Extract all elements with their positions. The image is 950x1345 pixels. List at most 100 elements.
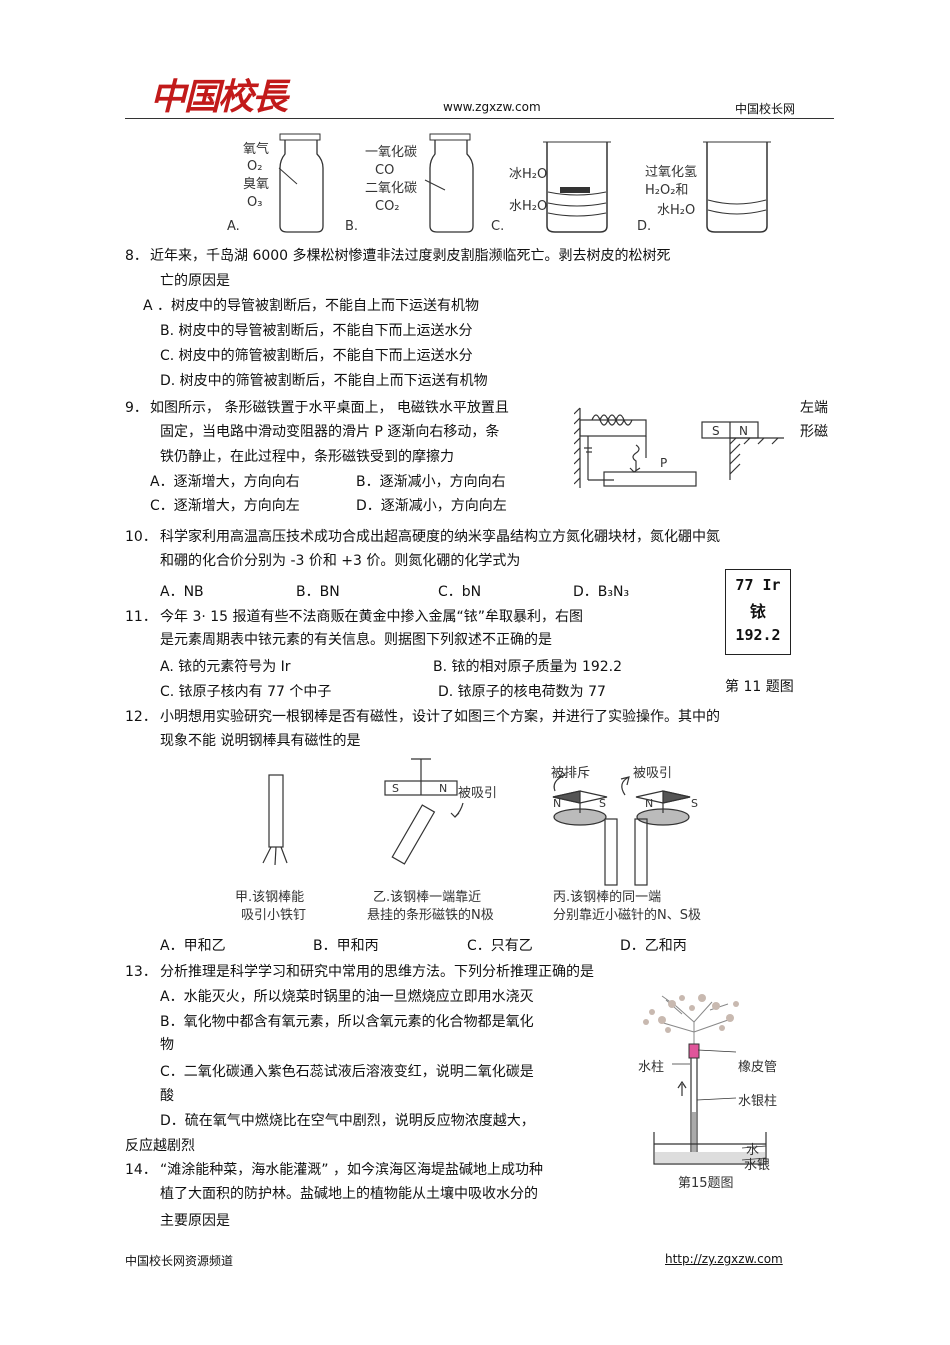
bing-left-n: N — [553, 797, 561, 810]
site-url-link[interactable]: www.zgxzw.com — [443, 100, 541, 114]
fig-a-line2: O₂ — [247, 159, 262, 174]
q14-stem-line3: 主要原因是 — [160, 1213, 230, 1229]
q9-number: 9． — [125, 400, 148, 416]
q10-number: 10． — [125, 529, 157, 545]
q9-option-d: D．逐渐减小，方向向左 — [356, 498, 507, 514]
q10-stem-line1: 科学家利用高温高压技术成功合成出超高硬度的纳米孪晶结构立方氮化硼块材，氮化硼中氮 — [160, 529, 720, 545]
fig-a-line4: O₃ — [247, 195, 262, 210]
q10-option-d: D．B₃N₃ — [573, 584, 630, 600]
fig15-mercury: 水银 — [744, 1158, 770, 1173]
beaker-d — [703, 141, 771, 233]
q7-figure: 氧气 O₂ 臭氧 O₃ A. 一氧化碳 CO 二氧化碳 CO₂ B. 冰H₂O … — [227, 133, 771, 234]
q8-stem-line1: 近年来，千岛湖 6000 多棵松树惨遭非法过度剥皮割脂濒临死亡。剥去树皮的松树死 — [150, 248, 671, 264]
element-card-iridium: 77 Ir 铱 192.2 — [725, 569, 791, 655]
q9-option-a: A．逐渐增大，方向向右 — [150, 474, 300, 490]
element-number-symbol: 77 Ir — [735, 576, 781, 594]
q11-stem-line1: 今年 3· 15 报道有些不法商贩在黄金中掺入金属“铱”牟取暴利，右图 — [160, 609, 584, 625]
bing-right-n: N — [645, 797, 653, 810]
q12-number: 12． — [125, 709, 157, 725]
bing-left-s: S — [599, 797, 606, 810]
q8-option-d: D. 树皮中的筛管被割断后，不能自上而下运送有机物 — [160, 373, 488, 389]
q10-option-c: C．bN — [438, 584, 482, 600]
fig-b-line4: CO₂ — [375, 199, 400, 214]
q10-stem-line2: 和硼的化合价分别为 -3 价和 +3 价。则氮化硼的化学式为 — [160, 553, 521, 569]
fig-b-letter: B. — [345, 219, 358, 234]
fig-b-line3: 二氧化碳 — [365, 181, 417, 196]
q11-option-a: A. 铱的元素符号为 Ir — [160, 659, 291, 675]
q9-stem-line2: 固定，当电路中滑动变阻器的滑片 P 逐渐向右移动，条 — [160, 424, 500, 440]
q12-option-a: A．甲和乙 — [160, 938, 226, 954]
q11-option-d: D. 铱原子的核电荷数为 77 — [438, 684, 606, 700]
q12-option-d: D．乙和丙 — [620, 938, 687, 954]
fig-jia-caption-2: 吸引小铁钉 — [241, 908, 306, 923]
fig15-caption: 第15题图 — [678, 1176, 734, 1191]
steel-rod-jia — [262, 774, 288, 866]
q12-option-b: B．甲和丙 — [313, 938, 379, 954]
element-caption: 第 11 题图 — [725, 679, 794, 695]
q13-option-a: A．水能灭火，所以烧菜时锅里的油一旦燃烧应立即用水浇灭 — [160, 989, 534, 1005]
beaker-c — [543, 141, 611, 233]
fig15-water-col: 水柱 — [638, 1060, 664, 1075]
footer-left: 中国校长网资源频道 — [125, 1254, 234, 1268]
element-name: 铱 — [749, 602, 766, 621]
fig-a-line3: 臭氧 — [243, 177, 269, 192]
q8-stem-line2: 亡的原因是 — [160, 273, 230, 289]
bottle-a — [278, 133, 324, 233]
site-logo: 中国校長 — [150, 76, 288, 118]
q10-option-b: B．BN — [296, 584, 340, 600]
q8-number: 8． — [125, 248, 148, 264]
header-rule — [125, 118, 834, 119]
fig-bing-caption-1: 丙.该钢棒的同一端 — [553, 889, 661, 905]
q14-number: 14． — [125, 1162, 157, 1178]
q9-circuit-figure: P S N — [574, 407, 784, 488]
fig-d-line3: 水H₂O — [657, 203, 695, 218]
q9-stem-line2-end: 形磁 — [800, 424, 828, 440]
fig-yi-caption-2: 悬挂的条形磁铁的N极 — [367, 907, 494, 923]
q13-number: 13． — [125, 964, 157, 980]
q8-option-c: C. 树皮中的筛管被割断后，不能自下而上运送水分 — [160, 348, 473, 364]
q9-fig-s: S — [712, 424, 720, 438]
q13-option-c-line1: C．二氧化碳通入紫色石蕊试液后溶液变红，说明二氧化碳是 — [160, 1064, 534, 1080]
fig-a-letter: A. — [227, 219, 240, 234]
q12-stem-line2: 现象不能 说明钢棒具有磁性的是 — [160, 733, 361, 749]
yi-attract-label: 被吸引 — [458, 786, 497, 801]
fig-d-letter: D. — [637, 219, 651, 234]
yi-magnet-s: S — [392, 782, 399, 795]
fig15-rubber-tube: 橡皮管 — [738, 1060, 777, 1075]
fig-c-letter: C. — [491, 219, 504, 234]
fig15-figure: 水柱 橡皮管 水银柱 水 水银 第15题图 — [638, 994, 777, 1191]
fig-c-line1: 冰H₂O — [509, 167, 547, 182]
q13-option-d-line1: D．硫在氧气中燃烧比在空气中剧烈，说明反应物浓度越大， — [160, 1113, 535, 1129]
q8-option-a: A ．树皮中的导管被割断后，不能自上而下运送有机物 — [143, 298, 480, 314]
q13-stem: 分析推理是科学学习和研究中常用的思维方法。下列分析推理正确的是 — [160, 964, 594, 980]
q9-option-c: C．逐渐增大，方向向左 — [150, 498, 300, 514]
fig-d-line1: 过氧化氢 — [645, 165, 697, 180]
yi-magnet-n: N — [439, 782, 447, 795]
q13-option-b-line2: 物 — [160, 1037, 174, 1053]
fig-bing-caption-2: 分别靠近小磁针的N、S极 — [553, 907, 701, 923]
q9-fig-n: N — [739, 424, 748, 438]
footer-url-link[interactable]: http://zy.zgxzw.com — [665, 1252, 783, 1266]
q13-option-d-line2: 反应越剧烈 — [125, 1138, 195, 1154]
q9-fig-p: P — [660, 456, 667, 470]
q9-option-b: B．逐渐减小，方向向右 — [356, 474, 506, 490]
q12-option-c: C．只有乙 — [467, 938, 533, 954]
q11-stem-line2: 是元素周期表中铱元素的有关信息。则据图下列叙述不正确的是 — [160, 632, 552, 648]
q9-stem-line1: 如图所示， 条形磁铁置于水平桌面上， 电磁铁水平放置且 — [150, 400, 509, 416]
fig-a-line1: 氧气 — [243, 141, 269, 157]
fig-d-line2: H₂O₂和 — [645, 183, 688, 198]
q11-number: 11． — [125, 609, 157, 625]
compass-bing — [552, 770, 691, 886]
fig-b-line2: CO — [375, 163, 394, 178]
fig15-water: 水 — [746, 1143, 759, 1158]
q11-option-b: B. 铱的相对原子质量为 192.2 — [433, 659, 623, 675]
q9-stem-line1-end: 左端 — [800, 400, 828, 416]
fig-c-line2: 水H₂O — [509, 199, 547, 214]
q14-stem-line1: “滩涂能种菜，海水能灌溉” ，如今滨海区海堤盐碱地上成功种 — [160, 1162, 543, 1178]
plant-leaves — [643, 994, 739, 1033]
fig15-mercury-col: 水银柱 — [738, 1094, 777, 1109]
q12-stem-line1: 小明想用实验研究一根钢棒是否有磁性，设计了如图三个方案，并进行了实验操作。其中的 — [160, 709, 720, 725]
bottle-b — [424, 133, 474, 233]
q9-stem-line3: 铁仍静止，在此过程中，条形磁铁受到的摩擦力 — [160, 449, 454, 465]
q11-option-c: C. 铱原子核内有 77 个中子 — [160, 684, 332, 700]
